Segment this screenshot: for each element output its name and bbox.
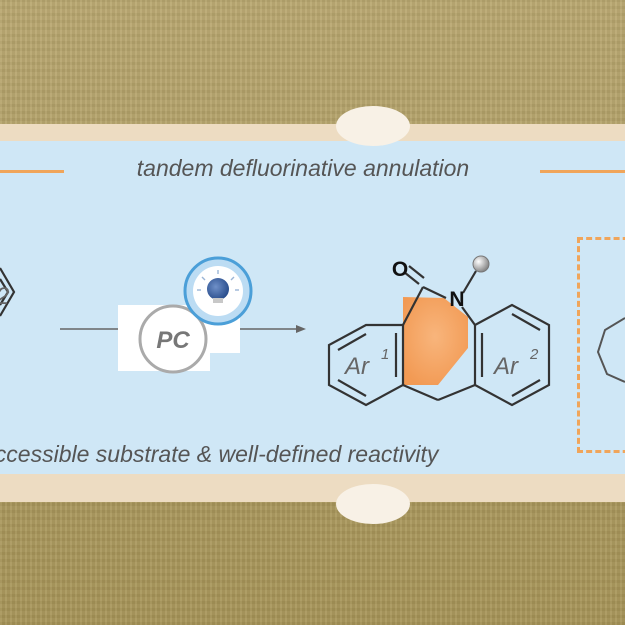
light-bulb-icon bbox=[183, 256, 253, 326]
lactam-ring-highlight bbox=[402, 297, 468, 385]
title-rule-left bbox=[0, 170, 64, 173]
substrate-ar-label: 2 bbox=[0, 283, 9, 310]
top-notch bbox=[336, 106, 410, 146]
n-substituent-sphere bbox=[472, 255, 490, 273]
ar1-label: Ar bbox=[343, 353, 370, 380]
photocatalyst-circle bbox=[138, 304, 208, 374]
ar2-superscript: 2 bbox=[529, 346, 539, 363]
scheme-title: tandem defluorinative annulation bbox=[136, 155, 470, 181]
ar2-label: Ar bbox=[492, 353, 519, 380]
partial-ring-right bbox=[596, 317, 625, 383]
oxygen-atom-label: O bbox=[392, 258, 408, 281]
title-rule-right bbox=[540, 170, 625, 173]
scheme-panel bbox=[0, 141, 625, 474]
dashed-highlight-box bbox=[577, 237, 625, 453]
bottom-notch bbox=[336, 484, 410, 524]
photocatalyst-label: PC bbox=[156, 327, 190, 354]
nitrogen-atom-label: N bbox=[449, 288, 464, 311]
product-molecule bbox=[327, 255, 551, 407]
scheme-subtitle: accessible substrate & well-defined reac… bbox=[0, 441, 439, 467]
ar1-superscript: 1 bbox=[381, 346, 389, 363]
substrate-ring-partial bbox=[0, 267, 16, 317]
